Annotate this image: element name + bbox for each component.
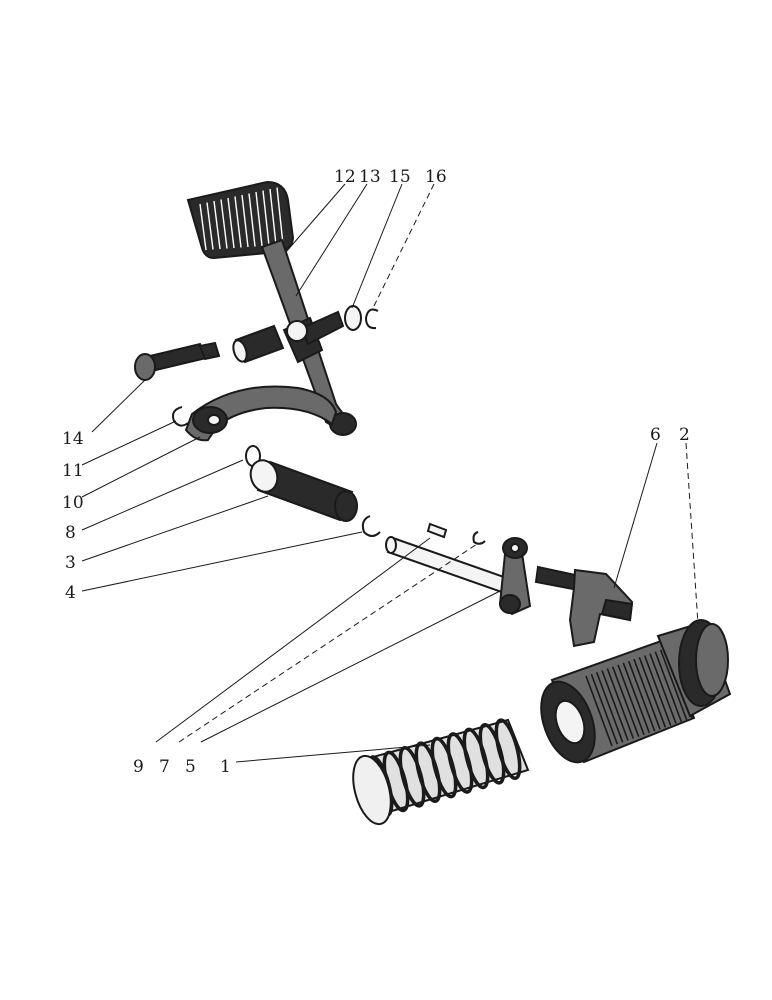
rib-stroke [659,649,688,721]
label-2: 2 [679,425,690,445]
rib-stroke [617,664,645,736]
label-6: 6 [650,425,661,445]
leader-line-4 [81,531,363,592]
label-12: 12 [334,167,356,187]
rib-stroke [649,653,677,724]
rib-stroke [269,188,277,246]
label-3: 3 [65,553,76,573]
rib-stroke [590,673,619,745]
rib-stroke [627,660,656,732]
rib-stroke [199,203,207,251]
leader-line-15 [351,183,403,309]
label-9: 9 [133,757,144,777]
leader-line-14 [91,379,146,433]
leader-line-1 [235,744,431,763]
rib-stroke [601,670,629,741]
rib-stroke [248,193,256,247]
pin-icon [134,341,221,381]
rib-stroke [213,200,221,250]
label-15: 15 [389,167,411,187]
circlip-icon [472,531,486,545]
leader-line-2 [685,442,699,625]
rib-stroke [606,668,635,739]
splined-hub-icon [540,619,732,764]
pedal-icon [186,180,357,436]
label-13: 13 [359,167,381,187]
label-7: 7 [159,757,170,777]
rib-stroke [595,671,624,743]
rib-stroke [241,194,249,248]
rib-stroke [611,666,640,737]
key-icon [426,522,448,539]
label-8: 8 [65,523,76,543]
sleeve-icon [249,459,358,522]
leader-line-3 [81,495,269,562]
label-16: 16 [425,167,447,187]
spring-coil [494,718,522,781]
leader-line-16 [373,183,435,307]
leader-line-5 [200,589,503,743]
washer-icon [344,305,362,331]
fork-icon [534,565,634,648]
leader-line-9 [155,537,431,743]
shaft-icon [385,536,532,616]
rib-stroke [633,658,661,730]
rib-stroke [234,196,242,248]
bush-icon [232,324,285,364]
rib-stroke [227,197,235,249]
rib-stroke [654,651,683,723]
rib-stroke [622,662,651,734]
leader-line-8 [81,459,244,531]
rib-stroke [585,675,613,747]
rib-stroke [262,190,270,246]
leader-line-6 [613,442,658,589]
circlip-icon [172,406,189,427]
leader-line-11 [81,420,177,466]
rib-stroke [206,202,214,250]
label-1: 1 [220,757,231,777]
label-4: 4 [65,583,76,603]
spring-icon [352,718,530,826]
rib-stroke [276,187,284,245]
label-5: 5 [185,757,196,777]
rib-stroke [638,657,667,728]
leader-line-10 [81,436,201,498]
circlip-icon [361,515,381,537]
leader-line-13 [295,183,368,297]
leader-line-12 [285,183,346,253]
label-14: 14 [62,429,84,449]
label-11: 11 [62,461,84,481]
lever-icon [184,385,338,442]
rib-stroke [643,655,672,726]
leader-line-7 [178,543,478,743]
circlip-icon [364,308,379,330]
rib-stroke [255,191,263,247]
label-10: 10 [62,493,84,513]
rib-stroke [220,199,228,249]
